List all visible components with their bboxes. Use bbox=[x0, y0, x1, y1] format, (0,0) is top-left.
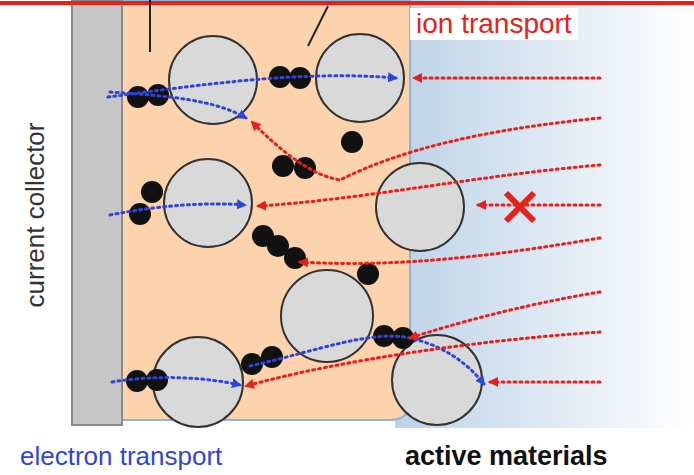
carbon-particles bbox=[126, 66, 414, 392]
current-collector-bar bbox=[72, 0, 122, 425]
ion-transport-label: ion transport bbox=[410, 8, 578, 40]
electron-transport-arrows bbox=[108, 76, 484, 385]
current-collector-label: current collector bbox=[22, 123, 48, 308]
blocked-mark bbox=[506, 193, 534, 221]
leader-line bbox=[308, 6, 328, 46]
leader-line bbox=[149, 0, 151, 52]
active-materials-label: active materials bbox=[405, 443, 608, 470]
electron-transport-label: electron transport bbox=[20, 443, 222, 469]
ion-transport-arrows bbox=[246, 78, 600, 386]
top-rule bbox=[0, 1, 694, 5]
